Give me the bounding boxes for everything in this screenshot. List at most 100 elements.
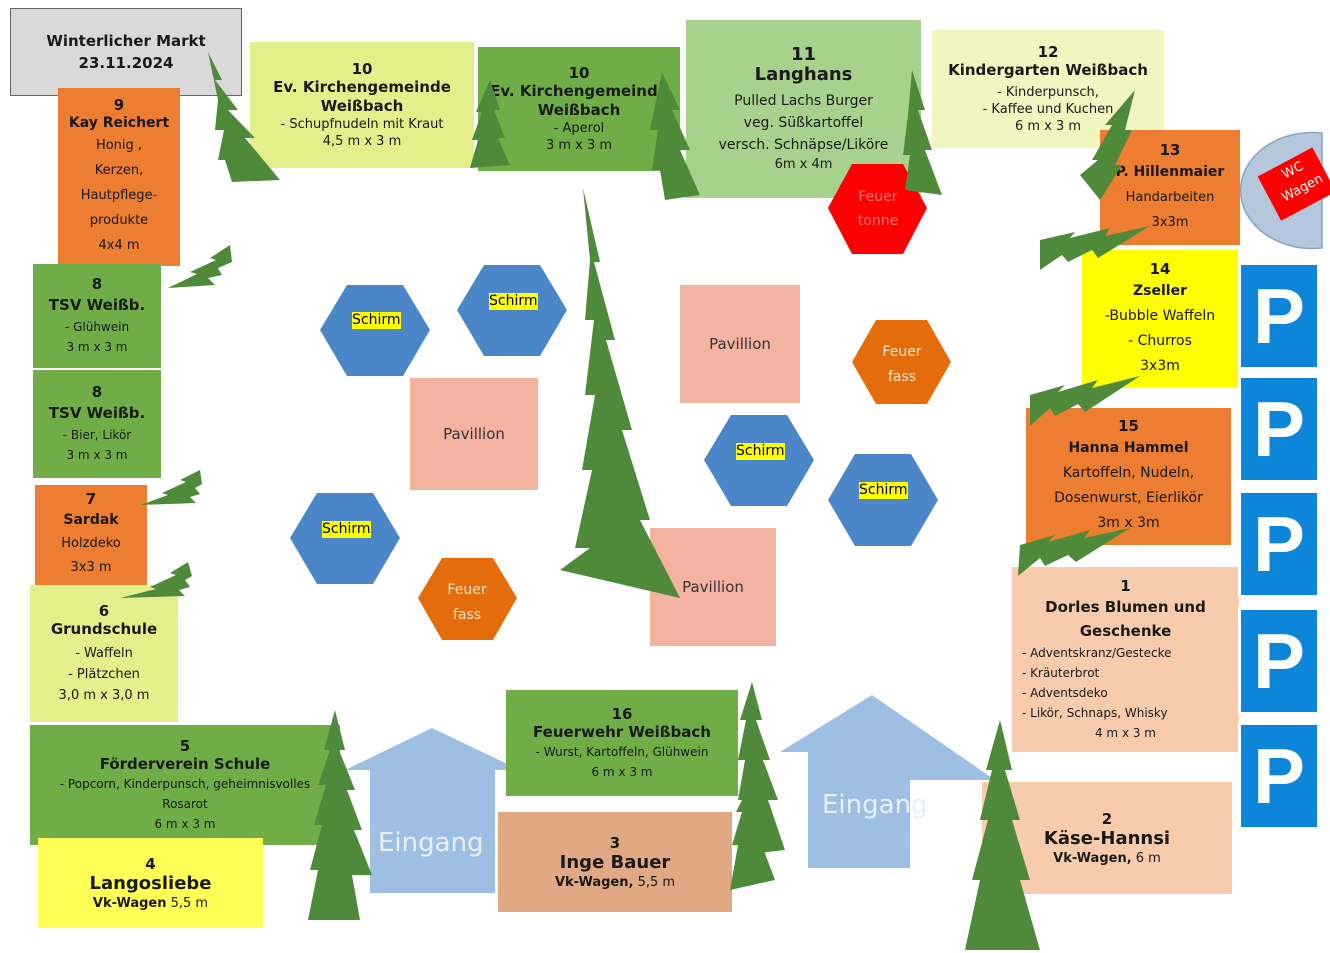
stand-detail: - Wurst, Kartoffeln, Glühwein [535,744,709,759]
stand-detail: 3x3 m [70,560,112,575]
stand-name: Ev. Kirchengemeinde [273,78,451,96]
feuer-text: Feuer [882,344,922,360]
tree-icon [308,710,372,920]
hexagon-umbrella-icon [704,415,814,506]
stand-number: 12 [1037,43,1059,61]
fire-barrel-icon [418,558,517,640]
stand-number: 3 [609,833,621,852]
stand-number: 13 [1159,140,1181,159]
stand-number: 11 [790,43,817,65]
stand-5: 5 Förderverein Schule - Popcorn, Kinderp… [30,725,340,845]
stand-type: Vk-Wagen, [1053,850,1132,866]
parking-icon: P [1238,490,1320,598]
stand-detail: 4 m x 3 m [1094,725,1156,740]
stand-detail: - Schupfnudeln mit Kraut [280,117,444,132]
tree-icon [730,780,775,890]
hexagon-umbrella-icon [290,493,400,584]
stand-1: 1 Dorles Blumen und Geschenke - Adventsk… [1012,567,1239,752]
stand-name: Dorles Blumen und [1045,597,1206,616]
hexagon-umbrella-icon [320,285,430,376]
hexagon-umbrella-icon [457,265,567,356]
schirm-label: Schirm [859,482,908,499]
stand-detail: - Kaffee und Kuchen [982,102,1114,117]
stand-size: 5,5 m [166,895,209,911]
fass-text: fass [887,369,917,385]
stand-10-aperol: 10 Ev. Kirchengemeinde Weißbach - Aperol… [478,47,680,171]
tree-icon [470,80,510,168]
stand-detail: - Plätzchen [68,666,140,682]
entrance-arrow-icon [345,728,520,893]
fire-barrel-icon [852,320,951,404]
stand-number: 6 [98,601,110,620]
stand-detail: 6 m x 3 m [154,816,216,831]
stand-detail: veg. Süßkartoffel [743,114,864,131]
stand-detail: - Likör, Schnaps, Whisky [1022,705,1168,720]
stand-name: P. Hillenmaier [1115,163,1225,180]
stand-size: 6 m [1131,850,1161,866]
stand-number: 8 [91,383,103,401]
stand-detail: 3 m x 3 m [545,138,613,153]
stand-detail: Kartoffeln, Nudeln, [1062,465,1195,481]
feuer-tonne-label: Feuer tonne [848,185,908,233]
parking-letter: P [1252,499,1306,588]
stand-number: 10 [351,60,373,78]
stand-name: Langhans [754,63,853,85]
schirm-label: Schirm [352,312,401,329]
parking-icon: P [1238,607,1320,715]
stand-7: 7 Sardak Holzdeko 3x3 m [35,485,147,585]
stand-detail: 3 m x 3 m [66,340,128,354]
pavillion-label: Pavillion [709,335,771,353]
stand-9: 9 Kay Reichert Honig , Kerzen, Hautpfleg… [58,88,180,266]
parking-letter: P [1252,271,1306,360]
pavillion: Pavillion [680,285,800,403]
stand-name: Hanna Hammel [1068,440,1189,456]
feuer-fass-label: Feuer fass [872,340,932,390]
stand-detail: Holzdeko [61,536,121,551]
stand-number: 15 [1118,417,1139,435]
tree-icon [1018,528,1130,576]
stand-type: Vk-Wagen, [554,874,634,890]
stand-name: TSV Weißb. [48,404,146,422]
stand-name: Langosliebe [89,872,212,894]
stand-13: 13 P. Hillenmaier Handarbeiten 3x3m [1100,130,1240,245]
market-title-name: Winterlicher Markt [46,32,206,50]
stand-detail: 3x3m [1140,357,1180,374]
tree-icon [650,72,700,200]
fire-tonne-icon [828,164,927,254]
stand-name: Kindergarten Weißbach [948,61,1148,79]
stand-detail: Kerzen, [94,163,144,178]
stand-name: TSV Weißb. [48,296,146,314]
stand-name: Zseller [1133,282,1187,299]
pavillion-label: Pavillion [443,425,505,443]
stand-15: 15 Hanna Hammel Kartoffeln, Nudeln, Dose… [1026,408,1231,545]
stand-detail: - Aperol [553,121,605,136]
stand-detail: Pulled Lachs Burger [734,92,873,109]
stand-4: 4 Langosliebe Vk-Wagen 5,5 m [38,838,263,928]
pavillion-label: Pavillion [682,578,744,596]
stand-detail: Handarbeiten [1125,189,1215,205]
stand-11: 11 Langhans Pulled Lachs Burger veg. Süß… [686,20,921,198]
stand-detail: - Waffeln [75,645,133,661]
stand-number: 4 [145,854,156,873]
stand-name: Inge Bauer [559,851,671,873]
stand-name: Käse-Hannsi [1043,827,1171,849]
schirm-label: Schirm [489,293,538,310]
stand-number: 5 [179,736,191,755]
tree-icon [140,470,202,505]
schirm-label: Schirm [322,521,371,538]
parking-icon: P [1238,375,1320,483]
feuer-fass-label: Feuer fass [437,578,497,628]
stand-detail: 3m x 3m [1097,515,1160,531]
stand-detail: 4x4 m [98,238,140,253]
tree-icon [1080,90,1135,200]
stand-detail: 6m x 4m [774,156,833,172]
feuer-text: Feuer [858,189,898,205]
stand-detail: 3x3m [1151,214,1189,230]
hexagon-umbrella-icon [828,454,938,546]
stand-detail: 6 m x 3 m [591,764,653,779]
tree-icon [120,562,192,598]
parking-letter: P [1252,384,1306,473]
stand-detail: Dosenwurst, Eierlikör [1054,490,1203,506]
